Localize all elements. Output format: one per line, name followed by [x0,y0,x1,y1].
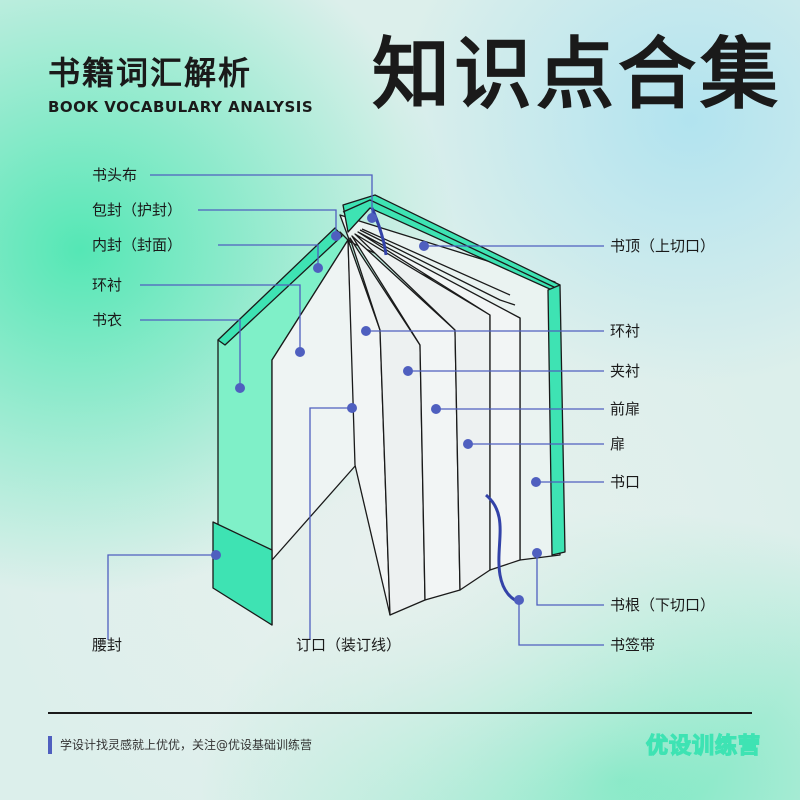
dot-headband [367,213,377,223]
title-cn: 书籍词汇解析 [48,54,253,92]
label-fore-edge: 书口 [610,473,641,491]
label-tail-edge: 书根（下切口） [610,596,716,614]
line-book-cover [140,319,241,388]
ribbon-bottom [484,493,521,604]
footer-divider [48,712,752,714]
book-illustration [212,194,566,626]
dot-front-title [431,404,441,414]
dot-title-page [463,439,473,449]
line-headband [150,174,373,218]
label-cover: 内封（封面） [92,236,183,254]
dot-ribbon [514,595,524,605]
line-endpaper-left [140,284,301,352]
label-title-page: 扉 [610,435,626,453]
dot-belly-band [211,550,221,560]
label-jacket: 包封（护封） [92,201,183,219]
page-5 [357,231,521,571]
line-gutter [309,407,352,640]
label-endpaper-right: 环衬 [610,322,641,340]
brand-logo: 优设训练营 [645,733,762,759]
label-head-edge: 书顶（上切口） [610,237,716,255]
dot-endpaper-left [295,347,305,357]
dot-fore-edge [531,477,541,487]
title-en: BOOK VOCABULARY ANALYSIS [48,98,314,116]
dot-interleaf [403,366,413,376]
line-jacket [198,209,337,236]
title-big: 知识点合集 [372,30,783,120]
label-endpaper-left: 环衬 [92,276,123,294]
dot-gutter [347,403,357,413]
cover-spine-edge [217,227,343,346]
footer-text: 学设计找灵感就上优优，关注@优设基础训练营 [60,738,313,752]
label-bookmark-ribbon: 书签带 [610,636,656,654]
dot-cover [313,263,323,273]
dot-head-edge [419,241,429,251]
belly-band [212,521,273,626]
dot-book-cover [235,383,245,393]
label-book-cover: 书衣 [92,311,123,329]
label-headband: 书头布 [92,166,138,184]
callout-dots [211,213,542,605]
label-belly-band: 腰封 [92,636,123,654]
ribbon-top [370,207,388,256]
line-ribbon [518,600,604,646]
line-tail-edge [536,553,604,606]
label-front-title: 前扉 [610,400,641,418]
dot-tail-edge [532,548,542,558]
leader-lines [107,174,604,646]
line-cover [218,244,319,268]
line-belly-band [107,554,216,640]
label-gutter: 订口（装订线） [296,636,402,654]
dot-endpaper-right [361,326,371,336]
footer-accent-bar [48,736,52,754]
dot-jacket [331,231,341,241]
label-interleaf: 夹衬 [610,362,641,380]
fore-edge-strip [547,284,566,556]
